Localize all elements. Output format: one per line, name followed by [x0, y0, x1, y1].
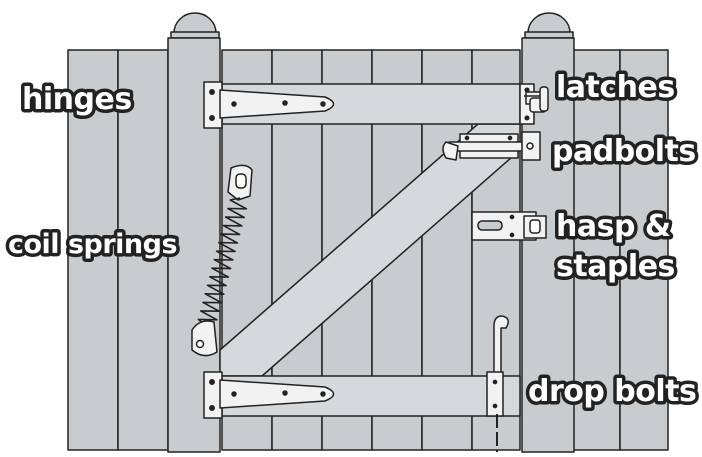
- drop-bolt: [486, 315, 509, 452]
- padbolt: [442, 131, 541, 161]
- label-latches: latches: [556, 70, 675, 105]
- label-padbolts: padbolts: [552, 134, 696, 169]
- labels: hinges coil springs latches padbolts has…: [5, 67, 701, 413]
- spring-coil: [197, 197, 248, 327]
- label-staples: staples: [556, 249, 675, 284]
- latch: [519, 83, 549, 125]
- left-fence-panel: [67, 49, 169, 451]
- label-coil-springs: coil springs: [8, 229, 177, 260]
- bottom-tee-hinge: [203, 371, 335, 419]
- label-hinges: hinges: [22, 82, 132, 117]
- hasp-and-staple: [471, 211, 547, 241]
- coil-spring: [191, 164, 253, 357]
- top-tee-hinge: [203, 81, 335, 129]
- label-drop-bolts: drop bolts: [528, 374, 696, 409]
- label-hasp: hasp &: [556, 209, 671, 244]
- right-fence-panel: [571, 49, 669, 451]
